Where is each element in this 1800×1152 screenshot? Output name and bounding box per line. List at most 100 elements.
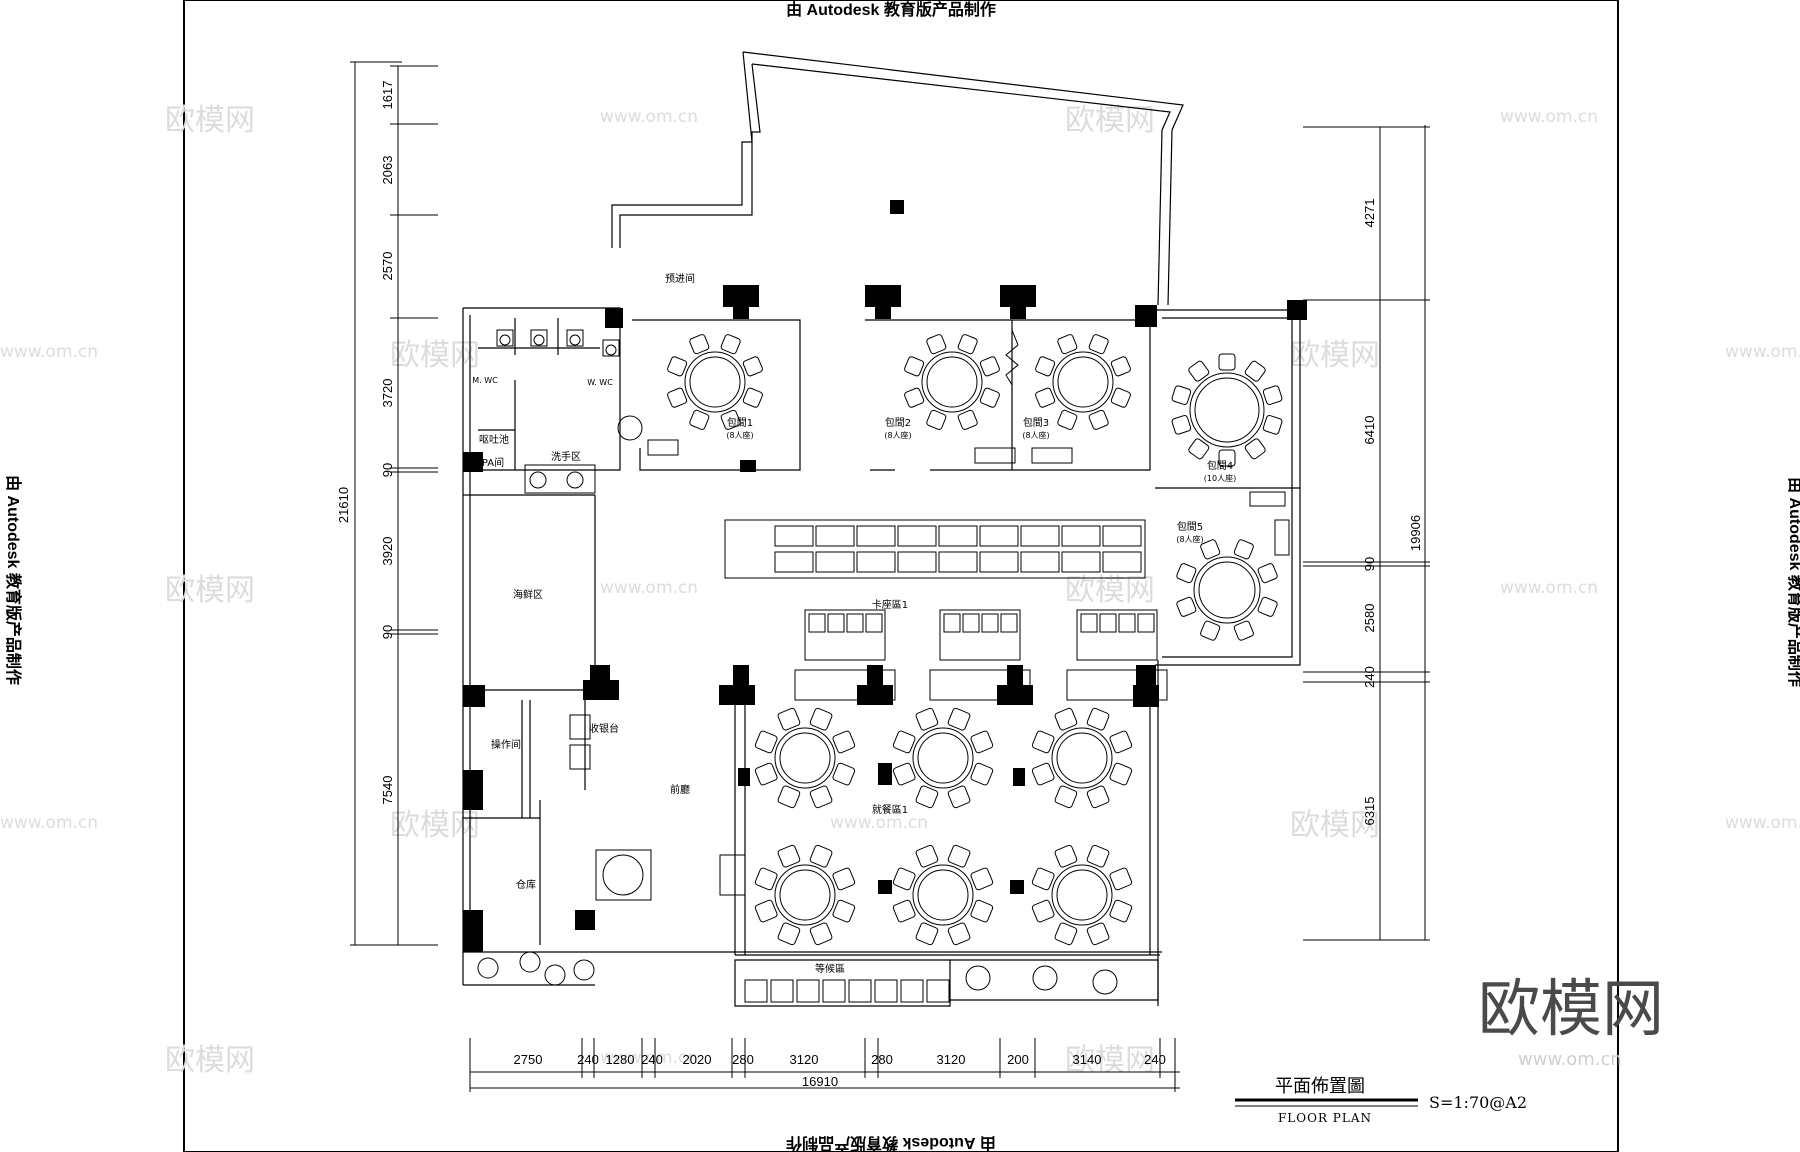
svg-text:19906: 19906	[1408, 515, 1423, 551]
drawing-subtitle: FLOOR PLAN	[1278, 1111, 1372, 1125]
waiting-seat	[848, 979, 872, 1003]
svg-text:3920: 3920	[380, 537, 395, 566]
chair	[915, 922, 939, 946]
chair	[947, 844, 971, 868]
chair	[1057, 334, 1078, 355]
svg-text:90: 90	[380, 463, 395, 477]
divider-zigzag	[1005, 329, 1019, 386]
booth-seat	[979, 551, 1019, 573]
plant-box	[595, 849, 652, 901]
lounge-table	[1092, 969, 1118, 995]
chair	[892, 899, 916, 923]
chair	[957, 334, 978, 355]
waiting-seat	[900, 979, 924, 1003]
chair	[1110, 387, 1131, 408]
stamp-bottom: 由 Autodesk 教育版产品制作	[786, 1134, 996, 1152]
label-pr2: 包間2	[885, 416, 911, 429]
right-dimension-labels: 19906 4271 6410 90 2580 240 6315	[1362, 199, 1423, 826]
room-labels: 预进间 M. WC W. WC 呕吐池 PA间 洗手区 海鲜区 操作间 收银台 …	[472, 272, 1236, 975]
svg-text:6410: 6410	[1362, 416, 1377, 445]
chair	[667, 387, 688, 408]
chair	[667, 356, 688, 377]
chair	[1109, 899, 1133, 923]
chair	[947, 922, 971, 946]
chair	[1200, 620, 1221, 641]
chair	[809, 844, 833, 868]
round-table	[912, 864, 974, 926]
drawing-scale: S=1:70@A2	[1429, 1093, 1527, 1112]
watermark-layer: 欧模网 www.om.cn 欧模网 www.om.cn www.om.cn 欧模…	[0, 103, 1800, 1078]
chair	[1171, 385, 1192, 405]
booth-seat	[943, 613, 961, 633]
svg-text:200: 200	[1007, 1052, 1029, 1067]
svg-text:3120: 3120	[937, 1052, 966, 1067]
plant-icon	[602, 854, 644, 896]
svg-text:欧模网: 欧模网	[1290, 808, 1380, 843]
round-table-inner	[917, 732, 969, 784]
chair	[832, 730, 856, 754]
chair	[1188, 360, 1210, 382]
svg-text:280: 280	[732, 1052, 754, 1067]
booth-seat	[1061, 551, 1101, 573]
chair	[1262, 415, 1283, 435]
booth-seat	[1118, 613, 1136, 633]
toilet-icon	[602, 339, 620, 357]
chair	[1054, 922, 1078, 946]
booth-seat	[774, 525, 814, 547]
round-table	[912, 727, 974, 789]
spiral-stair-icon	[617, 415, 643, 441]
chair	[1054, 707, 1078, 731]
svg-text:欧模网: 欧模网	[1065, 573, 1155, 608]
booth-seat	[815, 525, 855, 547]
sideboard	[1274, 519, 1290, 556]
svg-text:www.om.cn: www.om.cn	[1725, 813, 1800, 833]
chair	[1109, 762, 1133, 786]
sideboard	[974, 447, 1016, 464]
structural-columns	[463, 200, 1307, 952]
svg-text:1617: 1617	[380, 81, 395, 110]
booth-unit	[804, 609, 886, 661]
chair	[970, 730, 994, 754]
sink-icon	[529, 471, 547, 489]
label-pr5-note: (8人座)	[1176, 534, 1203, 544]
svg-text:240: 240	[577, 1052, 599, 1067]
chair	[892, 867, 916, 891]
chair	[809, 785, 833, 809]
booth-seat	[938, 525, 978, 547]
chair	[1035, 387, 1056, 408]
svg-text:240: 240	[1362, 666, 1377, 688]
round-table	[774, 727, 836, 789]
chair	[1244, 438, 1266, 460]
chair	[926, 409, 947, 430]
cashier-desk	[569, 714, 591, 740]
chair	[904, 356, 925, 377]
booth-seat	[979, 525, 1019, 547]
chair	[1031, 730, 1055, 754]
round-table-inner	[779, 869, 831, 921]
chair	[1088, 334, 1109, 355]
chair	[754, 762, 778, 786]
booth-seat	[1080, 613, 1098, 633]
label-front-hall: 前廳	[670, 783, 690, 796]
chair	[1233, 539, 1254, 560]
chair	[947, 707, 971, 731]
chair	[777, 844, 801, 868]
chair	[1218, 449, 1236, 467]
svg-text:4271: 4271	[1362, 199, 1377, 228]
chair	[1086, 785, 1110, 809]
svg-text:欧模网: 欧模网	[165, 1043, 255, 1078]
round-table	[1193, 556, 1261, 624]
chair	[1257, 563, 1278, 584]
booth-seat	[1061, 525, 1101, 547]
chair	[1257, 596, 1278, 617]
chair	[915, 785, 939, 809]
chair	[892, 730, 916, 754]
lounge-table	[1032, 965, 1058, 991]
stamp-top: 由 Autodesk 教育版产品制作	[786, 0, 996, 19]
round-table	[1052, 351, 1114, 413]
outdoor-umbrella	[544, 964, 566, 986]
chair	[1262, 385, 1283, 405]
chair	[809, 707, 833, 731]
chair	[915, 707, 939, 731]
sofa	[794, 669, 896, 701]
